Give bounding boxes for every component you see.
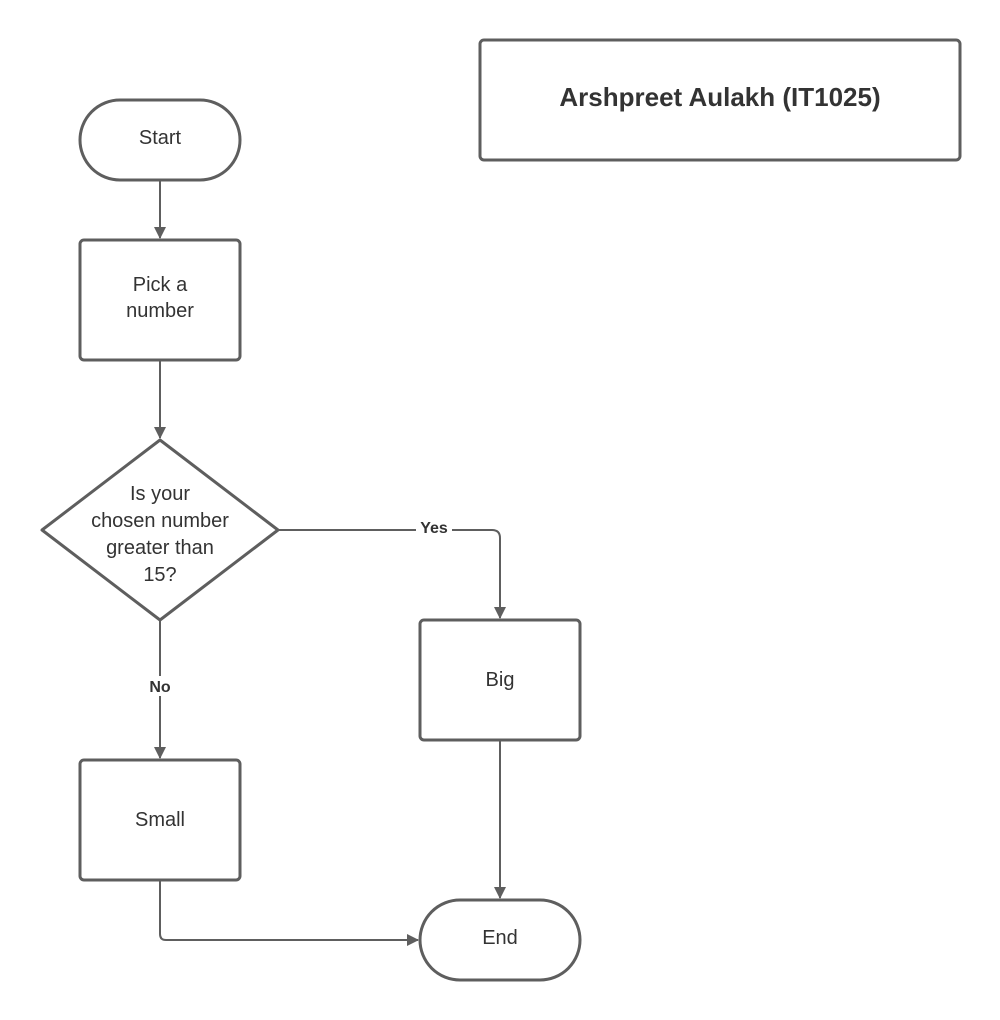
decision-line-1: Is your: [130, 483, 190, 505]
title-text: Arshpreet Aulakh (IT1025): [559, 82, 880, 112]
edge-label-no: No: [144, 676, 176, 696]
decision-line-3: greater than: [106, 537, 214, 559]
edge-small-to-end: [159, 880, 419, 946]
small-node: Small: [78, 758, 242, 882]
start-node: Start: [78, 98, 242, 182]
small-node-label: Small: [135, 809, 185, 831]
pick-number-line-1: Pick a: [133, 274, 188, 296]
pick-number-line-2: number: [126, 300, 194, 322]
decision-node: Is your chosen number greater than 15?: [40, 438, 280, 622]
end-node-label: End: [482, 927, 518, 949]
pick-number-node: Pick a number: [78, 238, 242, 362]
title-box: Arshpreet Aulakh (IT1025): [478, 38, 962, 162]
edge-label-yes: Yes: [416, 518, 452, 538]
end-node: End: [418, 898, 582, 982]
edge-label-no-text: No: [149, 679, 171, 696]
big-node: Big: [418, 618, 582, 742]
start-node-label: Start: [139, 127, 182, 149]
big-node-label: Big: [486, 669, 515, 691]
decision-line-2: chosen number: [91, 510, 229, 532]
edge-label-yes-text: Yes: [420, 520, 448, 537]
edge-decision-to-big: [278, 529, 506, 619]
decision-line-4: 15?: [143, 564, 176, 586]
